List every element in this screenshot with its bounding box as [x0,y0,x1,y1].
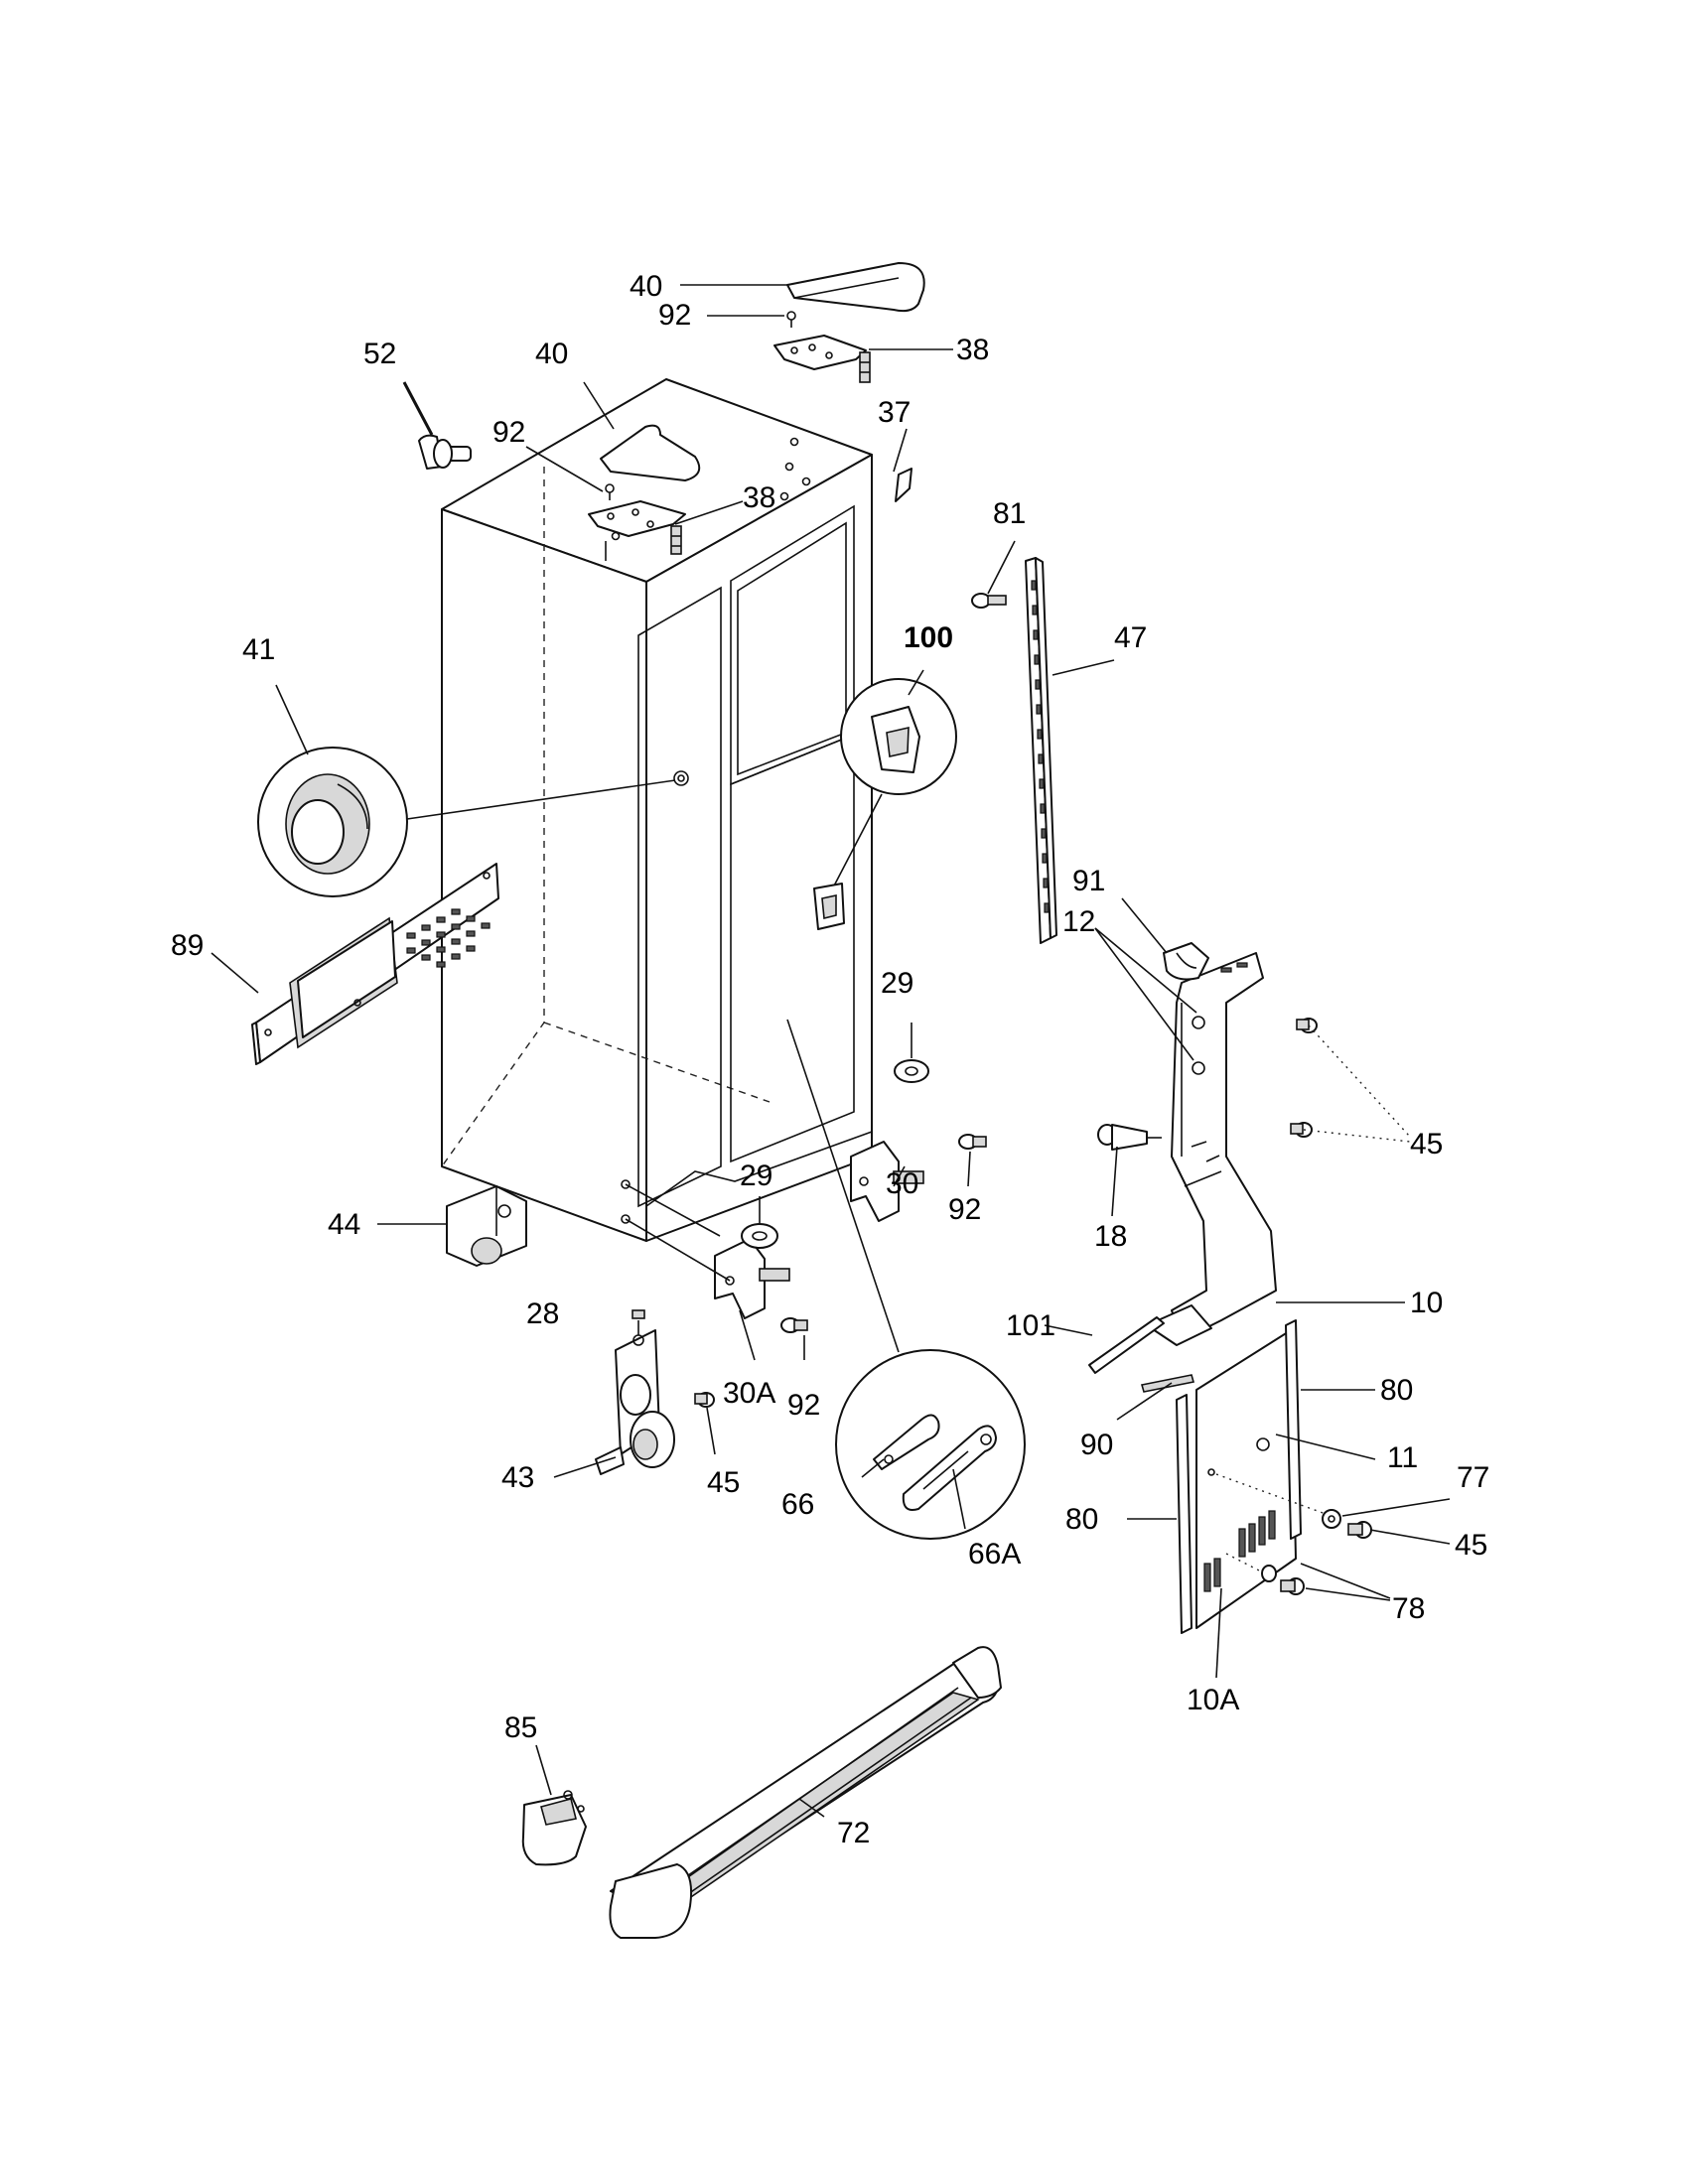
callout-11: 11 [1387,1441,1418,1474]
part-37-shim [895,468,912,502]
kickplate-grille-72 [609,1646,1002,1939]
callout-40-top: 40 [630,270,662,303]
part-18-connector [1097,1124,1162,1151]
screw-45-duct-upper [1296,1018,1318,1033]
callout-10: 10 [1410,1287,1443,1319]
rail-47 [1025,557,1057,944]
callout-81: 81 [993,497,1026,530]
callout-28: 28 [526,1297,559,1330]
callout-30: 30 [886,1167,918,1200]
detail-circle-41 [257,747,676,897]
callout-41: 41 [242,633,275,666]
callout-44: 44 [328,1208,360,1241]
bracket-44 [446,1185,527,1267]
washer-77 [1322,1509,1341,1529]
washer-29-lower [741,1223,778,1249]
screw-78 [1280,1577,1305,1595]
callout-45-duct: 45 [1410,1128,1443,1160]
callout-40-cabinet: 40 [535,338,568,370]
screw-45-panel [1347,1521,1372,1539]
cabinet [441,378,873,1242]
callout-38-cabinet: 38 [743,481,775,514]
callout-77: 77 [1457,1461,1489,1494]
hinge-cover-40-top [786,262,925,313]
callout-92-top: 92 [658,299,691,332]
callout-29-upper: 29 [881,967,913,1000]
callout-90: 90 [1080,1429,1113,1461]
callout-30a: 30A [723,1377,775,1410]
callout-100: 100 [904,621,953,654]
callout-37: 37 [878,396,911,429]
strip-80-right [1285,1319,1302,1540]
callout-52: 52 [363,338,396,370]
washer-29-upper [894,1059,929,1083]
screw-92-upper-right [958,1134,987,1150]
panel-89 [251,863,499,1065]
hinge-cover-40-cabinet [600,424,701,481]
callout-78: 78 [1392,1592,1425,1625]
callout-92-lower: 92 [787,1389,820,1422]
part-85-clip [521,1790,587,1866]
callout-45-panel: 45 [1455,1529,1487,1562]
callout-18: 18 [1094,1220,1127,1253]
cover-10 [1146,952,1277,1346]
callout-38-top: 38 [956,334,989,366]
callout-43: 43 [501,1461,534,1494]
callout-92-upper-right: 92 [948,1193,981,1226]
callout-101: 101 [1006,1309,1055,1342]
callout-labels: 40 92 38 37 52 40 92 38 81 100 47 41 91 … [171,270,1489,1849]
callout-85: 85 [504,1711,537,1744]
strip-90 [1140,1374,1195,1393]
callout-91: 91 [1072,865,1105,897]
screw-45-duct-lower [1290,1122,1313,1138]
hinge-38-cabinet [588,500,686,555]
screw-45-roller [694,1392,715,1408]
leader-lines [210,284,1451,1818]
callout-89: 89 [171,929,204,962]
vent-slots [406,908,491,968]
callout-66a: 66A [968,1538,1021,1570]
part-52-stud [418,434,472,470]
callout-10a: 10A [1187,1684,1239,1716]
callout-92-cabinet: 92 [492,416,525,449]
detail-circle-66 [786,1019,1026,1540]
panel-10a [1195,1329,1297,1629]
callout-72: 72 [837,1817,870,1849]
callout-45-roller: 45 [707,1466,740,1499]
screw-92-top [786,311,796,328]
callout-80-left: 80 [1065,1503,1098,1536]
washer-78 [1261,1565,1277,1582]
callout-66: 66 [781,1488,814,1521]
strip-101 [1088,1316,1165,1374]
screw-92-cabinet [605,483,615,500]
screw-81 [971,593,1007,609]
callout-47: 47 [1114,621,1147,654]
roller-43 [595,1309,675,1475]
hinge-38-top [773,335,871,383]
callout-12: 12 [1062,905,1095,938]
detail-circle-100 [813,678,957,930]
callout-29-lower: 29 [740,1160,772,1192]
strip-80-left [1176,1394,1193,1634]
callout-80-right: 80 [1380,1374,1413,1407]
screw-92-lower [780,1317,808,1333]
part-91 [1163,942,1209,981]
